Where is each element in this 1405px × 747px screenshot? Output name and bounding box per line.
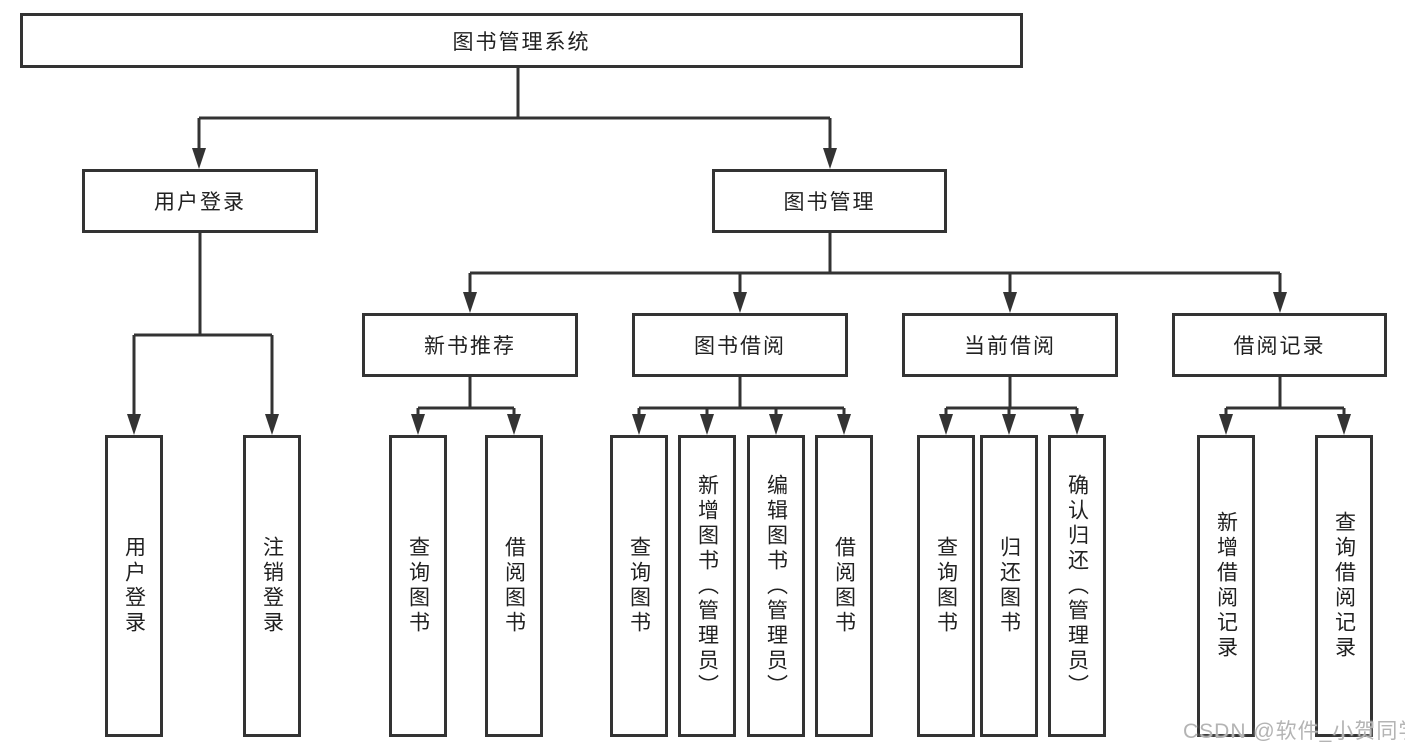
leaf-return-books-label: 归还图书 xyxy=(997,536,1021,636)
leaf-recommend-query-books-label: 查询图书 xyxy=(406,536,430,636)
leaf-borrow-query-books-label: 查询图书 xyxy=(627,536,651,636)
leaf-borrow-books-label: 借阅图书 xyxy=(832,536,856,636)
node-book-management-label: 图书管理 xyxy=(783,191,876,214)
leaf-borrow-query-books: 查询图书 xyxy=(610,435,668,737)
node-user-login-label: 用户登录 xyxy=(154,191,246,214)
node-new-book-recommend-label: 新书推荐 xyxy=(424,335,516,358)
node-book-borrow-label: 图书借阅 xyxy=(694,335,786,358)
node-borrow-records-label: 借阅记录 xyxy=(1233,335,1326,358)
csdn-watermark: CSDN @软件_小贺同学 xyxy=(1183,720,1405,743)
leaf-user-login: 用户登录 xyxy=(105,435,163,737)
node-root: 图书管理系统 xyxy=(20,13,1023,68)
leaf-recommend-borrow-books-label: 借阅图书 xyxy=(502,536,526,636)
leaf-return-books: 归还图书 xyxy=(980,435,1038,737)
leaf-query-borrow-record: 查询借阅记录 xyxy=(1315,435,1373,737)
leaf-confirm-return-admin: 确认归还（管理员） xyxy=(1048,435,1106,737)
node-book-management: 图书管理 xyxy=(712,169,947,233)
leaf-borrow-books: 借阅图书 xyxy=(815,435,873,737)
leaf-confirm-return-admin-label: 确认归还（管理员） xyxy=(1065,473,1089,699)
leaf-edit-books-admin-label: 编辑图书（管理员） xyxy=(764,473,788,699)
leaf-edit-books-admin: 编辑图书（管理员） xyxy=(747,435,805,737)
node-new-book-recommend: 新书推荐 xyxy=(362,313,578,377)
node-borrow-records: 借阅记录 xyxy=(1172,313,1387,377)
node-user-login: 用户登录 xyxy=(82,169,318,233)
node-current-borrow: 当前借阅 xyxy=(902,313,1118,377)
leaf-current-query-books-label: 查询图书 xyxy=(934,536,958,636)
leaf-add-books-admin: 新增图书（管理员） xyxy=(678,435,736,737)
leaf-recommend-borrow-books: 借阅图书 xyxy=(485,435,543,737)
leaf-add-borrow-record-label: 新增借阅记录 xyxy=(1214,511,1238,661)
leaf-query-borrow-record-label: 查询借阅记录 xyxy=(1332,511,1356,661)
node-root-label: 图书管理系统 xyxy=(452,30,591,54)
node-book-borrow: 图书借阅 xyxy=(632,313,848,377)
leaf-user-login-label: 用户登录 xyxy=(122,536,146,636)
leaf-current-query-books: 查询图书 xyxy=(917,435,975,737)
leaf-logout: 注销登录 xyxy=(243,435,301,737)
leaf-add-borrow-record: 新增借阅记录 xyxy=(1197,435,1255,737)
leaf-recommend-query-books: 查询图书 xyxy=(389,435,447,737)
leaf-add-books-admin-label: 新增图书（管理员） xyxy=(695,473,719,699)
node-current-borrow-label: 当前借阅 xyxy=(964,335,1056,358)
leaf-logout-label: 注销登录 xyxy=(260,536,284,636)
